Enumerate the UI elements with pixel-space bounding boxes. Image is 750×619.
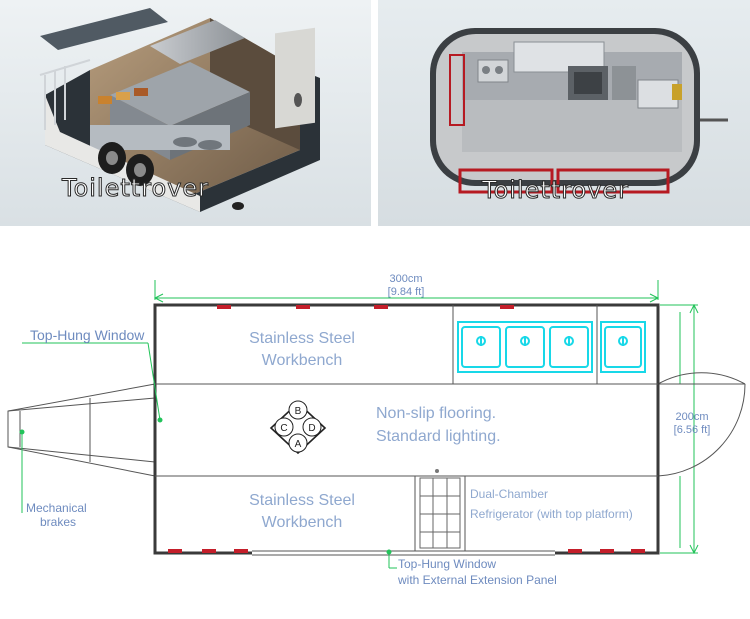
bottom-window-label-1: Top-Hung Window: [398, 557, 496, 571]
compass-letter-a: A: [295, 439, 302, 450]
width-dimension: 200cm [6.56 ft]: [660, 303, 711, 555]
top-hung-window-label: Top-Hung Window: [30, 327, 145, 343]
brakes-callout: Mechanical brakes: [19, 429, 87, 529]
top-down-photo: Toilettrover: [378, 0, 750, 226]
length-label: 300cm: [389, 273, 422, 285]
width-label-ft: [6.56 ft]: [674, 424, 711, 436]
workbench-bottom-label-1: Stainless Steel: [249, 492, 355, 509]
compass-letter-c: C: [280, 423, 287, 434]
brand-watermark-2: Toilettrover: [481, 176, 630, 205]
length-label-ft: [9.84 ft]: [388, 286, 425, 298]
compass-letter-b: B: [295, 406, 302, 417]
window-markers: [168, 305, 645, 553]
interior-photo: Toilettrover: [0, 0, 371, 226]
flooring-label-1: Non-slip flooring.: [376, 405, 496, 422]
triple-sink: [457, 321, 593, 373]
trailer-outline: [153, 303, 660, 555]
brand-watermark: Toilettrover: [61, 174, 210, 203]
tow-hitch: [7, 383, 156, 477]
workbench-top-label-2: Workbench: [262, 352, 343, 369]
floor-plan: 300cm [9.84 ft] 200cm [6.56 ft]: [7, 273, 746, 587]
top-window-callout: Top-Hung Window: [22, 327, 163, 423]
door-swing: [657, 372, 746, 385]
workbench-top-label-1: Stainless Steel: [249, 330, 355, 347]
bottom-window-callout: Top-Hung Window with External Extension …: [386, 549, 557, 587]
bottom-window-label-2: with External Extension Panel: [397, 573, 557, 587]
brakes-label-2: brakes: [40, 515, 76, 529]
brakes-label-1: Mechanical: [26, 501, 87, 515]
length-dimension: 300cm [9.84 ft]: [153, 273, 660, 303]
workbench-bottom-label-2: Workbench: [262, 514, 343, 531]
interior-illustration: [0, 0, 371, 226]
compass-icon: B C D A: [269, 400, 327, 455]
hand-sink: [600, 321, 646, 373]
flooring-label-2: Standard lighting.: [376, 428, 501, 445]
fridge-label-2: Refrigerator (with top platform): [470, 507, 633, 521]
compass-letter-d: D: [308, 423, 315, 434]
refrigerator-grid: [419, 477, 461, 549]
fridge-label-1: Dual-Chamber: [470, 487, 548, 501]
top-down-illustration: [378, 0, 750, 226]
width-label: 200cm: [675, 411, 708, 423]
